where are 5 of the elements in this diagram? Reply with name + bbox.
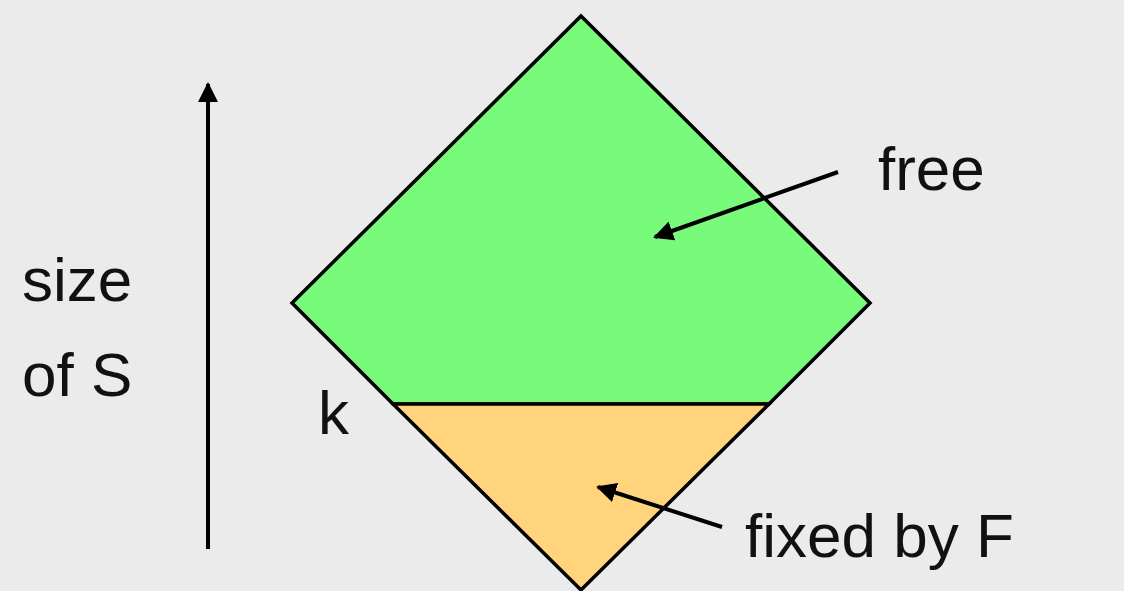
corner-label: k [318, 382, 349, 444]
leader-arrow [596, 483, 723, 529]
callout-label: free [878, 138, 985, 200]
axis-label: size of S [22, 244, 134, 411]
leader-arrow [653, 170, 839, 241]
